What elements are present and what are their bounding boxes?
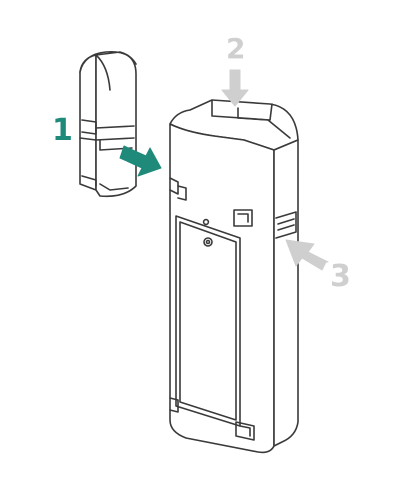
- press-side-arrow-icon: [285, 239, 329, 271]
- device-housing-icon: [169, 99, 299, 454]
- cap-module-icon: [79, 50, 137, 198]
- step-number-1: 1: [52, 113, 73, 148]
- insert-arrow-icon: [119, 145, 162, 177]
- press-down-arrow-icon: [221, 69, 249, 107]
- step-number-2: 2: [226, 32, 245, 65]
- step-number-3: 3: [330, 259, 351, 294]
